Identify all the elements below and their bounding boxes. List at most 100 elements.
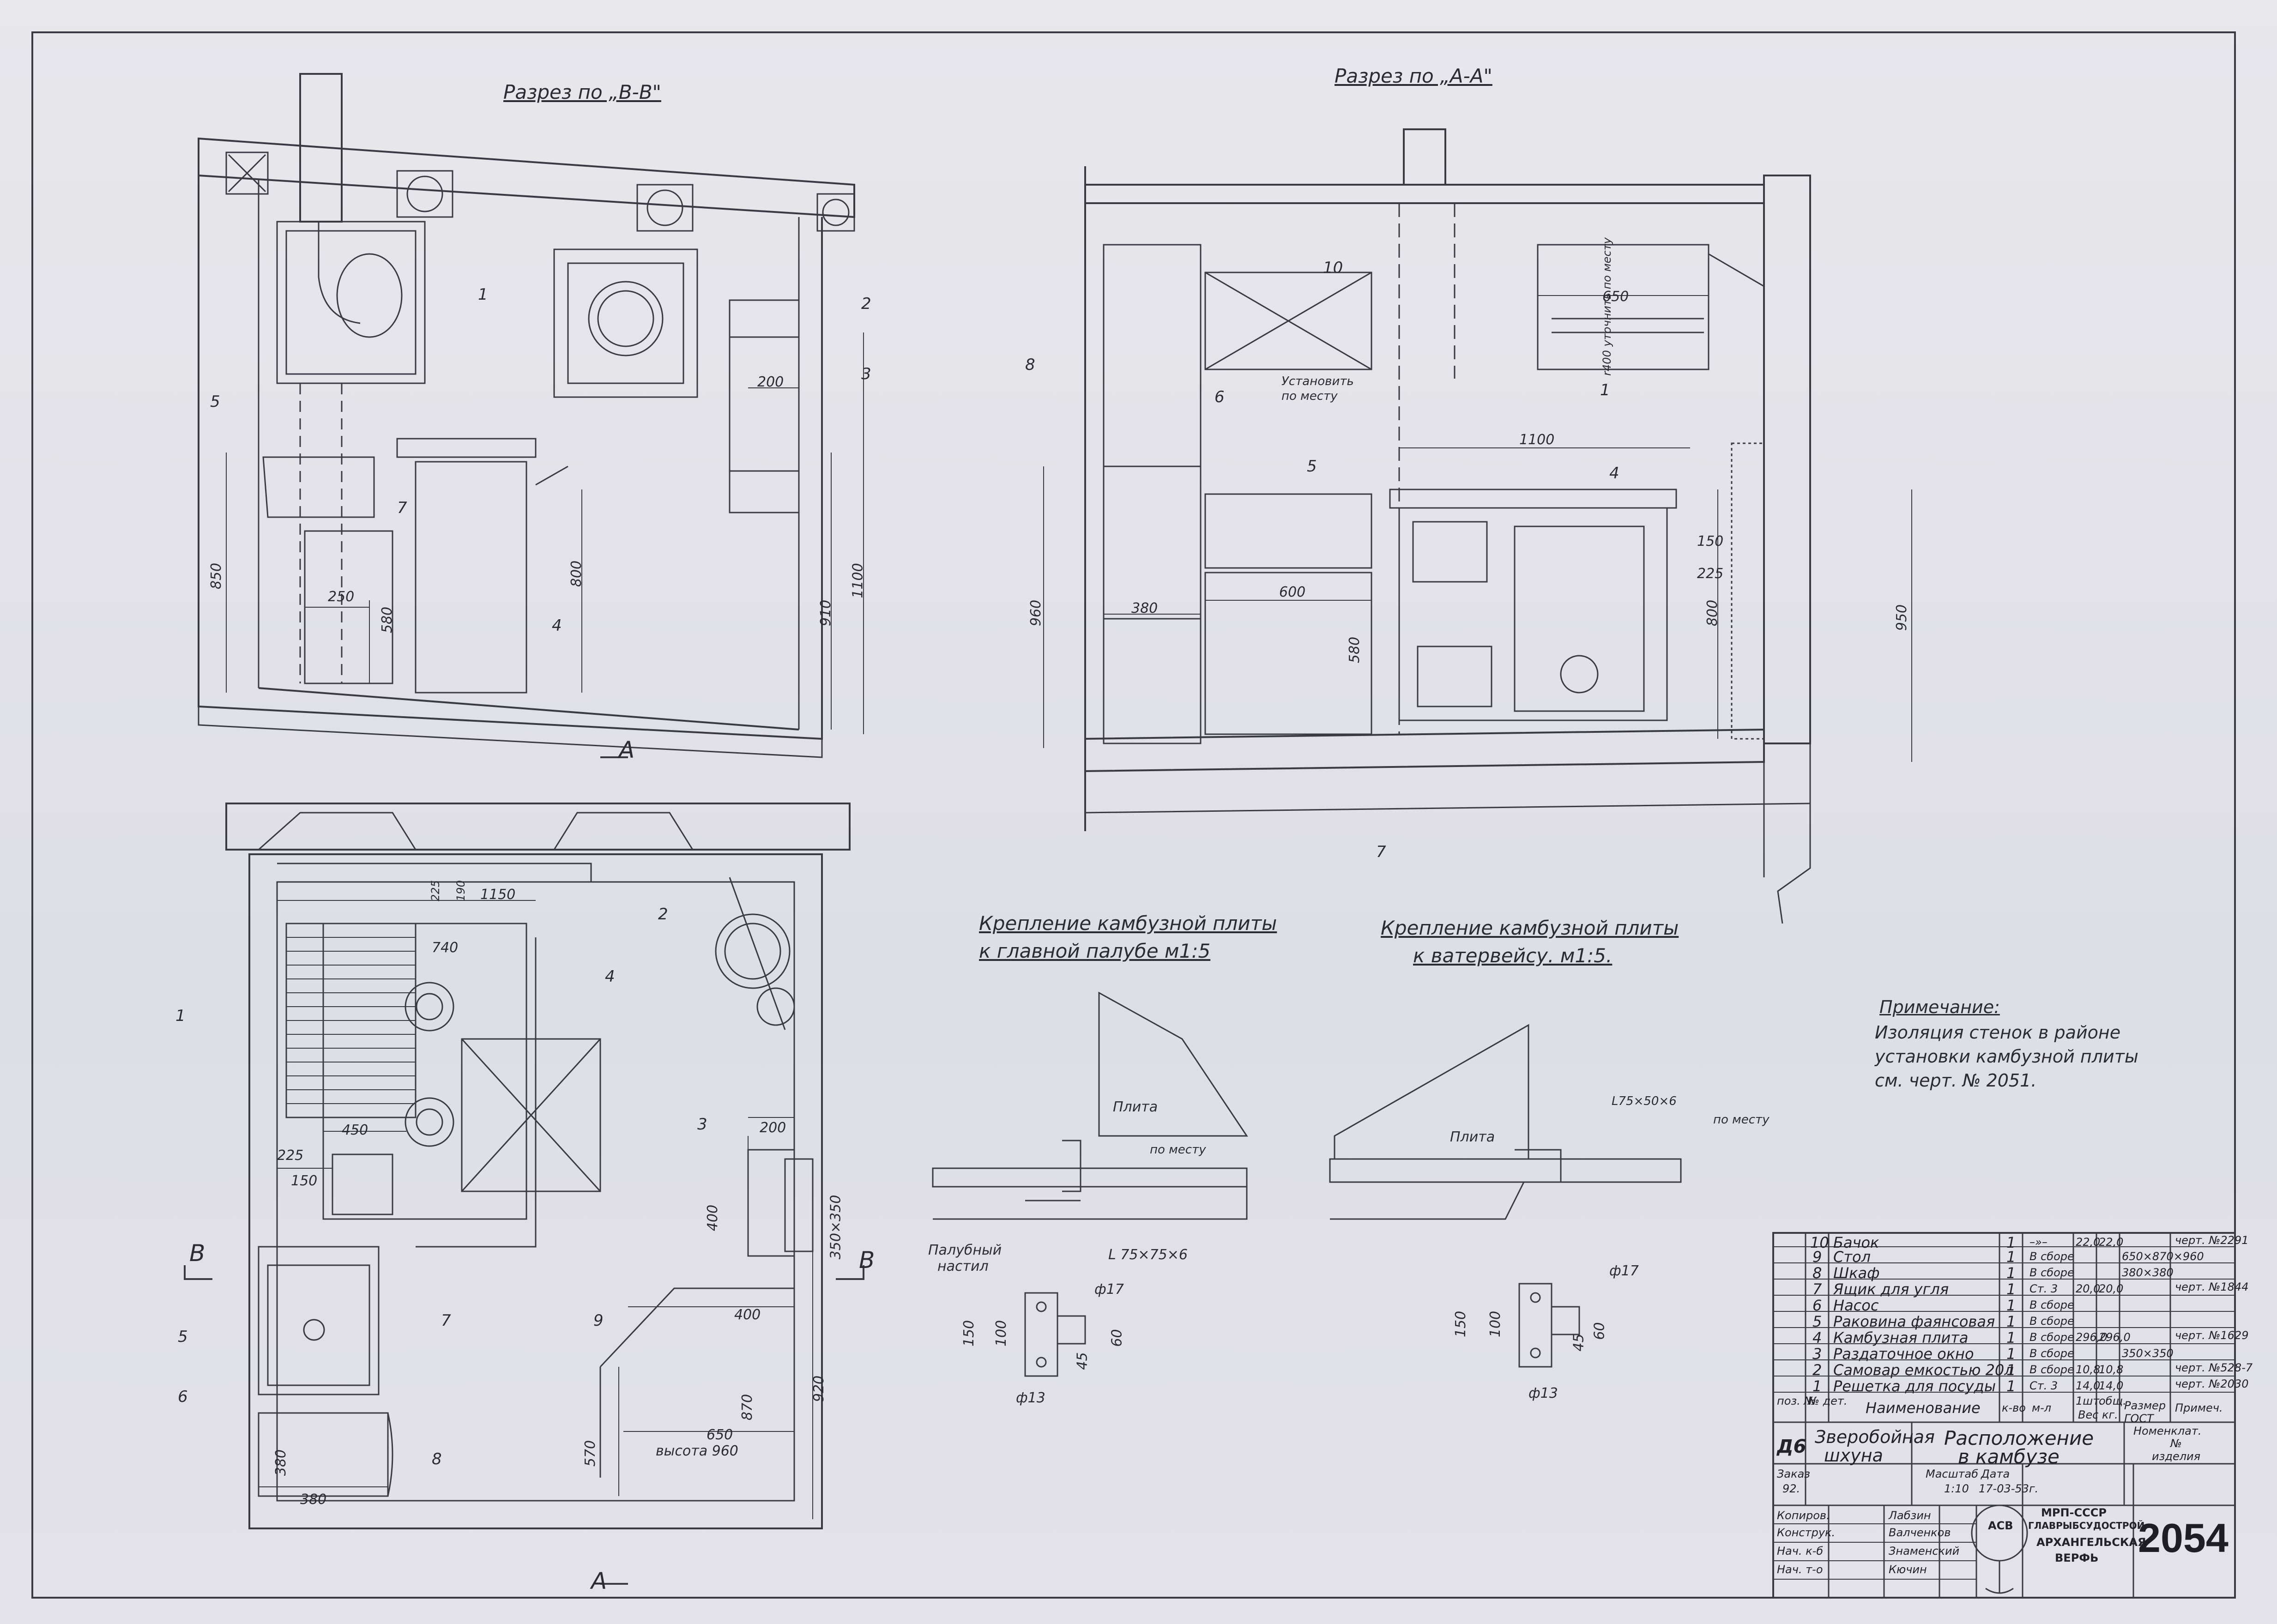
parts-row-qty: 1 xyxy=(2006,1248,2016,1266)
parts-row-qty: 1 xyxy=(2006,1234,2016,1251)
name-head-to: Кючин xyxy=(1889,1563,1927,1576)
org-line-3: АРХАНГЕЛЬСКАЯ xyxy=(2036,1536,2146,1549)
angle-wat-label: L75×50×6 xyxy=(1612,1094,1677,1108)
dim-60-wat: 60 xyxy=(1591,1322,1608,1340)
dim-800-bb: 800 xyxy=(568,560,585,587)
parts-header-pos: поз. № xyxy=(1777,1395,1816,1407)
parts-header-det: № дет. xyxy=(1808,1395,1848,1407)
org-line-4: ВЕРФЬ xyxy=(2055,1552,2099,1564)
parts-row-qty: 1 xyxy=(2006,1280,2016,1298)
dim-400-plan-h: 400 xyxy=(734,1307,761,1323)
callout-9-plan: 9 xyxy=(593,1311,604,1330)
callout-6-plan: 6 xyxy=(178,1388,188,1406)
callout-1-plan: 1 xyxy=(175,1007,186,1025)
parts-header-w2: общ. xyxy=(2099,1395,2126,1407)
parts-row-w2: 296,0 xyxy=(2099,1331,2131,1344)
nomenclature-2: № xyxy=(2170,1437,2182,1450)
plan-view xyxy=(184,756,864,1585)
dim-350x350: 350×350 xyxy=(827,1195,844,1260)
dim-450: 450 xyxy=(342,1122,368,1138)
callout-4-aa: 4 xyxy=(1609,464,1619,483)
dim-phi13-wat: ф13 xyxy=(1528,1385,1558,1401)
dim-150-plan: 150 xyxy=(291,1173,318,1189)
parts-header-note: Примеч. xyxy=(2175,1401,2223,1414)
mount-waterway-detail xyxy=(1329,1024,1682,1368)
callout-5-bb: 5 xyxy=(210,392,220,411)
parts-row-qty: 1 xyxy=(2006,1313,2016,1330)
parts-row-pos: 1 xyxy=(1812,1377,1822,1395)
callout-1-aa: 1 xyxy=(1600,381,1610,399)
dim-100-deck: 100 xyxy=(993,1320,1010,1347)
dim-45-wat: 45 xyxy=(1570,1334,1587,1352)
dim-950: 950 xyxy=(1894,604,1910,631)
dim-150-wat: 150 xyxy=(1453,1310,1469,1338)
dim-150-aa: 150 xyxy=(1697,533,1724,549)
parts-row-w2: 22,0 xyxy=(2099,1236,2124,1249)
parts-row-mat: –»– xyxy=(2029,1236,2047,1249)
callout-8-aa: 8 xyxy=(1025,356,1035,374)
parts-row-pos: 8 xyxy=(1812,1264,1822,1282)
parts-row-note: черт. №1844 xyxy=(2175,1280,2249,1293)
parts-row-mat: В сборе xyxy=(2029,1331,2074,1344)
drawing-number: 2054 xyxy=(2138,1515,2229,1561)
parts-row-w1: 14,0 xyxy=(2076,1379,2101,1392)
section-mark-a-top: А xyxy=(619,737,635,763)
callout-7-bb: 7 xyxy=(397,499,407,517)
parts-row-mat: В сборе xyxy=(2029,1250,2074,1263)
parts-row-pos: 6 xyxy=(1812,1297,1822,1314)
po-mestu-wat: по месту xyxy=(1713,1113,1770,1127)
callout-5-aa: 5 xyxy=(1307,457,1317,476)
mount-deck-detail xyxy=(932,991,1248,1377)
parts-row-pos: 2 xyxy=(1812,1361,1822,1379)
dim-150-deck: 150 xyxy=(961,1320,978,1347)
callout-4-bb: 4 xyxy=(552,616,562,635)
parts-row-pos: 9 xyxy=(1812,1248,1822,1266)
parts-row-w1: 296,0 xyxy=(2076,1331,2108,1344)
section-mark-a-bottom: А xyxy=(591,1568,607,1594)
section-mark-b-left: В xyxy=(189,1240,205,1267)
order-number: 92. xyxy=(1782,1482,1800,1495)
angle-deck-label: L 75×75×6 xyxy=(1108,1247,1188,1263)
dim-225-plan-top: 225 xyxy=(429,880,442,901)
dim-225-aa: 225 xyxy=(1697,566,1724,582)
dim-960-aa: 960 xyxy=(1028,599,1045,627)
parts-row-pos: 10 xyxy=(1810,1234,1829,1251)
parts-row-mat: Ст. 3 xyxy=(2029,1282,2058,1295)
parts-row-note: черт. №2291 xyxy=(2175,1234,2249,1247)
dim-1100-aa: 1100 xyxy=(1519,432,1555,448)
install-on-site-label: Установить по месту xyxy=(1281,374,1354,403)
section-aa-title: Разрез по „А-А" xyxy=(1335,65,1492,87)
dim-phi13-deck: ф13 xyxy=(1016,1390,1045,1406)
parts-row-w2: 10,8 xyxy=(2099,1363,2124,1376)
dim-r400: r400 уточнить по месту xyxy=(1600,237,1613,376)
dim-400-plan-v: 400 xyxy=(705,1204,721,1232)
parts-row-size: 380×380 xyxy=(2122,1266,2174,1279)
dim-740: 740 xyxy=(432,940,459,956)
vessel-line-1: Зверобойная xyxy=(1815,1427,1935,1447)
note-line-1: Изоляция стенок в районе xyxy=(1875,1022,2121,1043)
callout-7-aa: 7 xyxy=(1376,843,1386,861)
section-aa-view xyxy=(1043,128,1912,924)
dim-380-plan-h: 380 xyxy=(300,1491,327,1508)
parts-row-name: Стол xyxy=(1833,1248,1871,1266)
dim-580-bb: 580 xyxy=(379,606,396,634)
callout-4-plan: 4 xyxy=(605,967,615,986)
scale-label: Масштаб xyxy=(1926,1467,1979,1480)
role-designer: Конструк. xyxy=(1777,1526,1836,1539)
parts-row-name: Бачок xyxy=(1833,1234,1879,1251)
parts-row-note: черт. №1629 xyxy=(2175,1329,2249,1342)
parts-row-w2: 14,0 xyxy=(2099,1379,2124,1392)
parts-row-mat: В сборе xyxy=(2029,1315,2074,1328)
mount-deck-title-1: Крепление камбузной плиты xyxy=(979,912,1277,935)
dim-380-plan-v: 380 xyxy=(273,1449,290,1476)
parts-row-w2: 20,0 xyxy=(2099,1282,2124,1295)
dim-580-aa: 580 xyxy=(1347,636,1363,664)
callout-3-bb: 3 xyxy=(861,365,871,383)
section-bb-title: Разрез по „В-В" xyxy=(503,81,661,103)
callout-5-plan: 5 xyxy=(178,1328,188,1346)
parts-row-name: Решетка для посуды xyxy=(1833,1377,1996,1395)
logo-text: АСВ xyxy=(1988,1519,2013,1532)
callout-7-plan: 7 xyxy=(441,1311,451,1330)
shipyard-logo xyxy=(1971,1504,2028,1594)
